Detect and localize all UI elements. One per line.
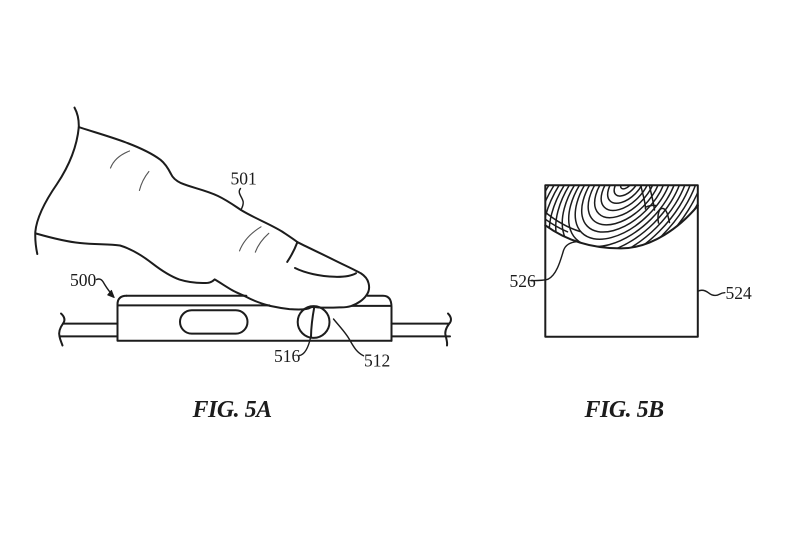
svg-text:FIG. 5A: FIG. 5A [192,397,273,423]
svg-text:524: 524 [726,283,753,303]
svg-text:526: 526 [510,271,537,291]
svg-text:500: 500 [70,270,97,290]
svg-text:501: 501 [231,169,257,189]
svg-text:516: 516 [274,346,301,366]
svg-text:512: 512 [364,351,390,371]
svg-text:FIG. 5B: FIG. 5B [584,397,665,423]
